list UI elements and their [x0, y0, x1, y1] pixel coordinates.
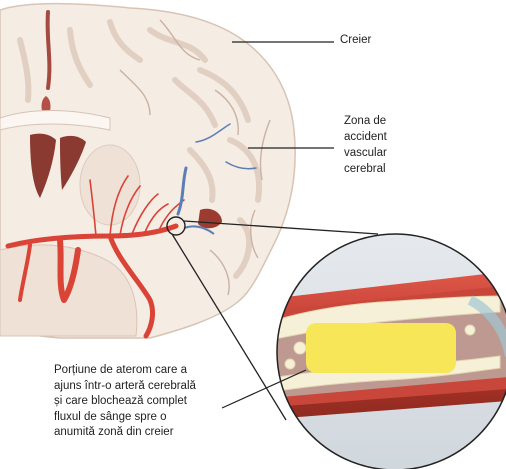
label-atheroma-line: Porțiune de aterom care a — [54, 363, 259, 379]
longitudinal-fissure — [48, 12, 50, 88]
clot — [306, 323, 456, 373]
label-brain: Creier — [340, 33, 371, 48]
label-stroke-zone: Zona de accident vascular cerebral — [344, 113, 424, 177]
basal-ganglia — [80, 145, 140, 225]
magnified-artery-view — [260, 230, 506, 469]
label-atheroma-line: ajuns într-o arteră cerebrală — [54, 379, 259, 395]
label-stroke-zone-line: vascular — [344, 145, 424, 161]
brain-section — [0, 4, 295, 338]
label-atheroma-line: și care blochează complet — [54, 394, 259, 410]
label-atheroma-line: fluxul de sânge spre o — [54, 410, 259, 426]
label-stroke-zone-line: Zona de — [344, 113, 424, 129]
label-atheroma-line: anumită zonă din creier — [54, 425, 259, 441]
label-atheroma: Porțiune de aterom care a ajuns într-o a… — [54, 363, 259, 441]
label-stroke-zone-line: cerebral — [344, 161, 424, 177]
label-stroke-zone-line: accident — [344, 129, 424, 145]
